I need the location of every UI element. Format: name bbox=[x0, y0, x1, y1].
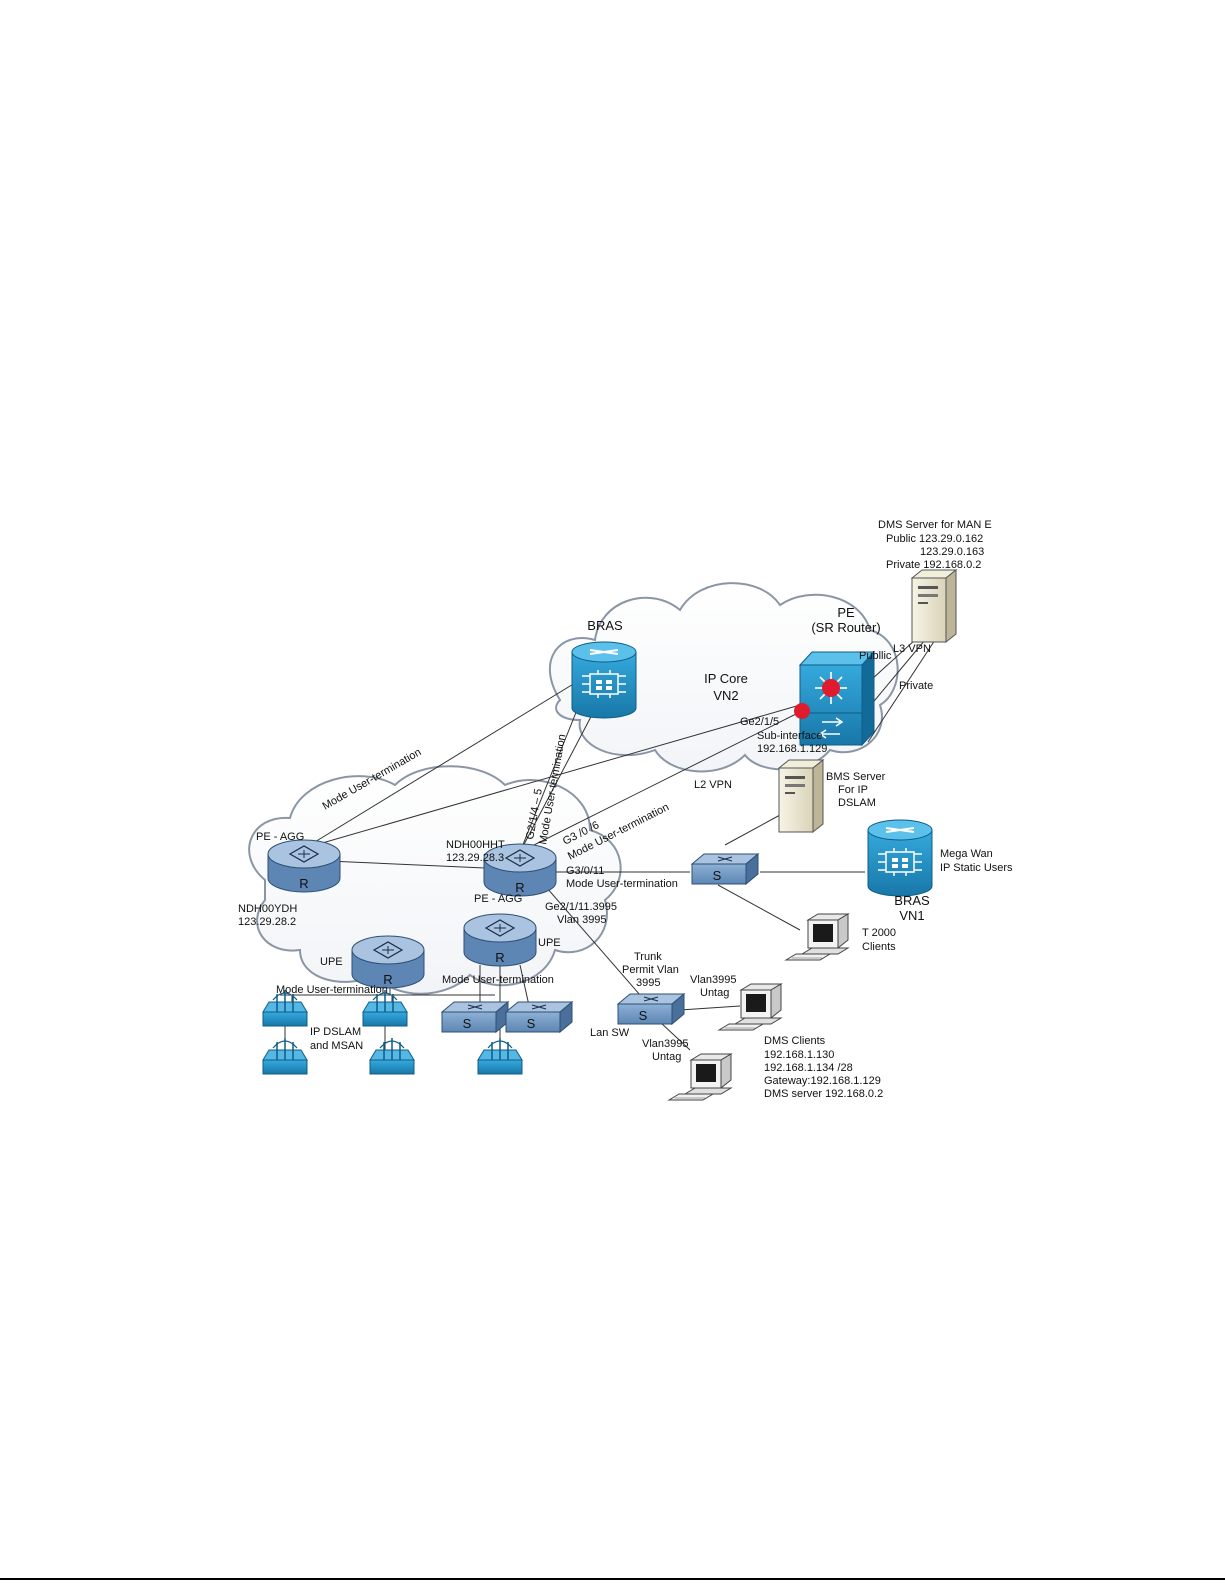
pe-sr-router-device bbox=[798, 650, 876, 747]
pe-agg-mid-router: R bbox=[483, 843, 557, 897]
l3vpn-link-label: L3 VPN bbox=[893, 643, 931, 655]
pe-agg-left-name: NDH00YDH bbox=[238, 903, 297, 915]
ip-dslam-msan-label: and MSAN bbox=[310, 1040, 363, 1052]
bras-vn1-label: BRAS bbox=[894, 893, 930, 908]
bms-server-device bbox=[778, 759, 824, 833]
router-label: R bbox=[383, 972, 392, 987]
upe-right-router: R bbox=[463, 913, 537, 967]
bras-top-device bbox=[571, 641, 637, 719]
pe-agg-left-ip: 123.29.28.2 bbox=[238, 916, 296, 928]
pe-agg-mid-title: PE - AGG bbox=[474, 893, 522, 905]
bras-vn1-vn-label: VN1 bbox=[899, 908, 924, 923]
dms-server-man-private: Private 192.168.0.2 bbox=[886, 559, 981, 571]
dms-clients-ip-1: 192.168.1.130 bbox=[764, 1049, 834, 1061]
upe-right-label: UPE bbox=[538, 937, 561, 949]
dslam-3 bbox=[262, 1037, 308, 1075]
ip-core-label: IP Core bbox=[704, 671, 748, 686]
pe-sr-label: (SR Router) bbox=[811, 620, 880, 635]
t2000-client-pc bbox=[785, 913, 849, 961]
upe-switch-2: S bbox=[505, 1001, 573, 1033]
upe-left-router: R bbox=[351, 935, 425, 989]
g3011-mode-label: Mode User-termination bbox=[566, 878, 678, 890]
dslam-5 bbox=[477, 1037, 523, 1075]
trunk-vlan-label: 3995 bbox=[636, 977, 660, 989]
trunk-label: Trunk bbox=[634, 951, 662, 963]
ge2111-link-label: Ge2/1/11.3995 bbox=[545, 901, 617, 913]
dms-clients-gateway: Gateway:192.168.1.129 bbox=[764, 1075, 881, 1087]
dms-server-man-device bbox=[911, 569, 957, 643]
ge215-label: Ge2/1/5 bbox=[740, 716, 779, 728]
bms-server-line-3: DSLAM bbox=[838, 797, 876, 809]
upe-left-label: UPE bbox=[320, 956, 343, 968]
private-link-label: Private bbox=[899, 680, 933, 692]
vlan-untag-2-vlan: Vlan3995 bbox=[642, 1038, 689, 1050]
ip-core-vn-label: VN2 bbox=[713, 688, 738, 703]
dms-clients-server: DMS server 192.168.0.2 bbox=[764, 1088, 883, 1100]
dms-clients-ip-2: 192.168.1.134 /28 bbox=[764, 1062, 853, 1074]
t2000-label: T 2000 bbox=[862, 927, 896, 939]
mode-upe-right-label: Mode User-termination bbox=[442, 974, 554, 986]
switch-label: S bbox=[463, 1016, 472, 1031]
dms-server-man-title: DMS Server for MAN E bbox=[878, 519, 992, 531]
lan-switch: S bbox=[617, 993, 685, 1025]
access-switch: S bbox=[691, 853, 759, 885]
ip-dslam-label: IP DSLAM bbox=[310, 1026, 361, 1038]
pe-agg-mid-ip: 123.29.28.3 bbox=[446, 852, 504, 864]
upe-switch-1: S bbox=[441, 1001, 509, 1033]
public-link-label: Publlic bbox=[859, 650, 892, 662]
bras-top-label: BRAS bbox=[587, 618, 623, 633]
mega-wan-label: Mega Wan bbox=[940, 848, 993, 860]
ge215-ip-label: 192.168.1.129 bbox=[757, 743, 827, 755]
switch-label: S bbox=[527, 1016, 536, 1031]
vlan-untag-1-vlan: Vlan3995 bbox=[690, 974, 737, 986]
switch-label: S bbox=[713, 868, 722, 883]
ge2111-vlan-label: Vlan 3995 bbox=[557, 914, 607, 926]
vlan-untag-1-untag: Untag bbox=[700, 987, 729, 999]
mode-upe-left-label: Mode User-termination bbox=[276, 984, 388, 996]
bras-vn1-device bbox=[867, 819, 933, 897]
ge215-subif-label: Sub-interface bbox=[757, 730, 822, 742]
lan-sw-label: Lan SW bbox=[590, 1027, 630, 1039]
mega-wan-users-label: IP Static Users bbox=[940, 862, 1013, 874]
pe-label: PE bbox=[837, 605, 855, 620]
dms-server-man-public: Public 123.29.0.162 bbox=[886, 533, 983, 545]
router-label: R bbox=[299, 876, 308, 891]
t2000-clients-label: Clients bbox=[862, 941, 896, 953]
pe-agg-left-title: PE - AGG bbox=[256, 831, 304, 843]
page-bottom-rule bbox=[0, 1578, 1225, 1580]
dms-clients-title: DMS Clients bbox=[764, 1035, 826, 1047]
bms-server-line-2: For IP bbox=[838, 784, 868, 796]
pe-agg-mid-name: NDH00HHT bbox=[446, 839, 505, 851]
dslam-4 bbox=[369, 1037, 415, 1075]
router-label: R bbox=[495, 950, 504, 965]
bms-server-title: BMS Server bbox=[826, 771, 886, 783]
l2vpn-link-label: L2 VPN bbox=[694, 779, 732, 791]
trunk-permit-label: Permit Vlan bbox=[622, 964, 679, 976]
switch-label: S bbox=[639, 1008, 648, 1023]
g3011-link-label: G3/0/11 bbox=[566, 865, 604, 877]
ge215-port-indicator bbox=[794, 703, 810, 719]
router-label: R bbox=[515, 880, 524, 895]
pe-agg-left-router: R bbox=[267, 839, 341, 893]
dms-server-man-public-2: 123.29.0.163 bbox=[920, 546, 984, 558]
vlan-untag-2-untag: Untag bbox=[652, 1051, 681, 1063]
